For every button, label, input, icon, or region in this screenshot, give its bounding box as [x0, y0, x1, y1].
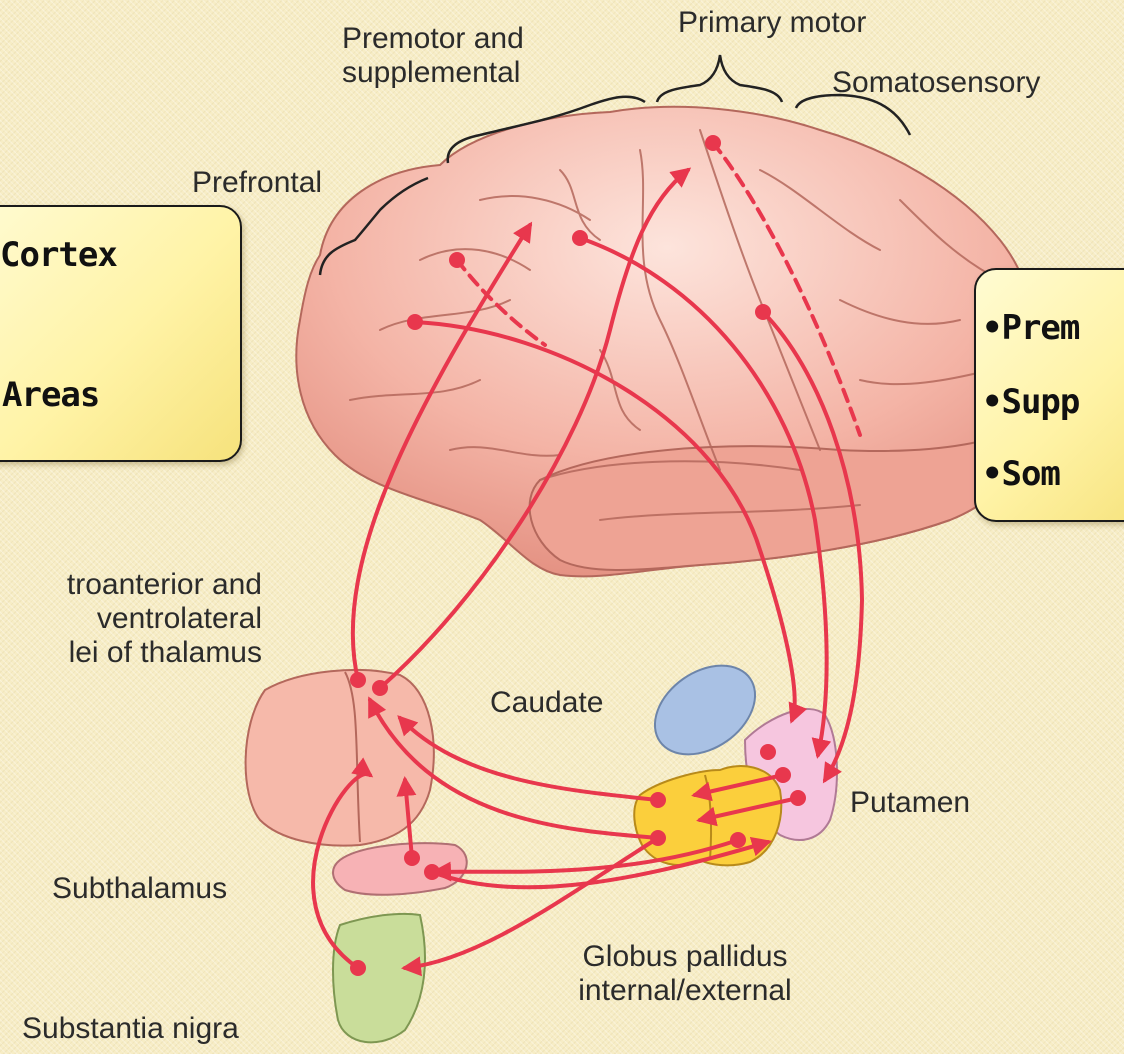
- caudate-label: Caudate: [490, 686, 603, 720]
- primary-motor-label: Primary motor: [678, 6, 866, 40]
- prefrontal-label: Prefrontal: [192, 166, 322, 200]
- label-line: Globus pallidus: [540, 940, 830, 974]
- thalamus: [246, 670, 434, 846]
- label-line: ventrolateral: [0, 602, 262, 636]
- cortex-areas-box: Cortex Areas: [0, 205, 242, 462]
- substantia-nigra: [333, 914, 425, 1042]
- label-line: supplemental: [342, 56, 524, 90]
- cerebral-cortex: [296, 107, 1037, 577]
- label-line: lei of thalamus: [0, 636, 262, 670]
- thalamus-label: troanterior and ventrolateral lei of tha…: [0, 568, 262, 670]
- label-line: troanterior and: [0, 568, 262, 602]
- label-line: Premotor and: [342, 22, 524, 56]
- list-item: •Prem: [982, 308, 1079, 348]
- box-line-areas: Areas: [2, 375, 99, 415]
- motor-areas-list-box: •Prem •Supp •Som: [974, 268, 1124, 522]
- somatosensory-label: Somatosensory: [832, 66, 1040, 100]
- globus-pallidus-label: Globus pallidus internal/external: [540, 940, 830, 1008]
- box-line-cortex: Cortex: [0, 235, 117, 275]
- subthalamus-label: Subthalamus: [52, 872, 227, 906]
- premotor-supplemental-label: Premotor and supplemental: [342, 22, 524, 90]
- list-item: •Som: [982, 454, 1060, 494]
- label-line: internal/external: [540, 974, 830, 1008]
- substantia-nigra-label: Substantia nigra: [22, 1012, 239, 1046]
- putamen-label: Putamen: [850, 786, 970, 820]
- subthalamus: [333, 843, 467, 895]
- list-item: •Supp: [982, 382, 1079, 422]
